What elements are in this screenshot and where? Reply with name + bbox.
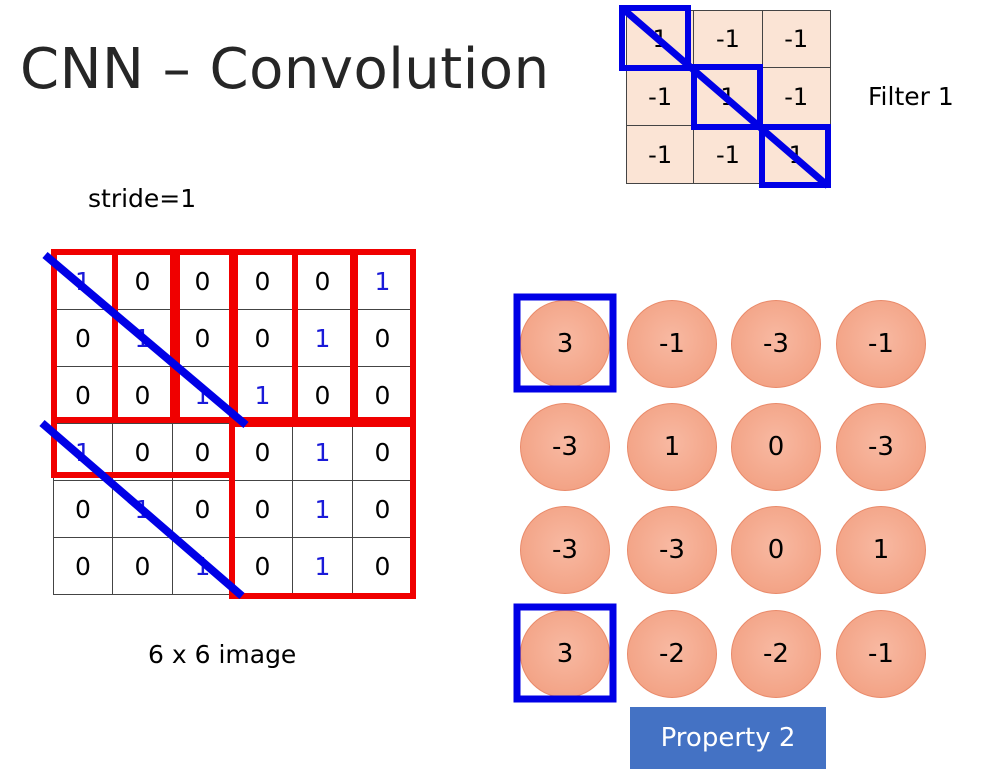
image-cell-5-1: 0 xyxy=(113,538,173,595)
image-cell-4-0: 0 xyxy=(53,481,113,538)
image-cell-3-1: 0 xyxy=(113,424,173,481)
image-cell-3-5: 0 xyxy=(353,424,413,481)
image-cell-0-1: 0 xyxy=(113,253,173,310)
feature-map-value-0-0: 3 xyxy=(520,300,610,388)
image-cell-3-2: 0 xyxy=(173,424,233,481)
image-cell-1-2: 0 xyxy=(173,310,233,367)
feature-map-value-3-1: -2 xyxy=(627,610,717,698)
image-cell-2-2: 1 xyxy=(173,367,233,424)
image-cell-2-3: 1 xyxy=(233,367,293,424)
image-cell-5-0: 0 xyxy=(53,538,113,595)
feature-map-value-0-2: -3 xyxy=(731,300,821,388)
image-cell-5-2: 1 xyxy=(173,538,233,595)
feature-map-value-3-0: 3 xyxy=(520,610,610,698)
slide-title: CNN – Convolution xyxy=(20,37,550,102)
feature-map-value-0-1: -1 xyxy=(627,300,717,388)
image-cell-0-3: 0 xyxy=(233,253,293,310)
image-cell-3-0: 1 xyxy=(53,424,113,481)
feature-map-value-1-3: -3 xyxy=(836,403,926,491)
image-cell-4-2: 0 xyxy=(173,481,233,538)
feature-map-value-1-0: -3 xyxy=(520,403,610,491)
image-cell-5-5: 0 xyxy=(353,538,413,595)
image-cell-5-3: 0 xyxy=(233,538,293,595)
feature-map-value-0-3: -1 xyxy=(836,300,926,388)
image-cell-2-0: 0 xyxy=(53,367,113,424)
filter-cell-0-1: -1 xyxy=(694,10,763,68)
image-cell-0-4: 0 xyxy=(293,253,353,310)
filter-cell-1-0: -1 xyxy=(626,68,695,126)
image-caption: 6 x 6 image xyxy=(148,640,297,669)
image-cell-0-2: 0 xyxy=(173,253,233,310)
image-cell-4-1: 1 xyxy=(113,481,173,538)
filter-cell-2-1: -1 xyxy=(694,126,763,184)
filter-cell-1-1: 1 xyxy=(694,68,763,126)
image-cell-4-4: 1 xyxy=(293,481,353,538)
image-cell-0-5: 1 xyxy=(353,253,413,310)
image-cell-1-0: 0 xyxy=(53,310,113,367)
feature-map-value-2-3: 1 xyxy=(836,506,926,594)
image-cell-1-1: 1 xyxy=(113,310,173,367)
filter-caption: Filter 1 xyxy=(868,82,954,111)
image-cell-5-4: 1 xyxy=(293,538,353,595)
property-label-box: Property 2 xyxy=(630,707,826,769)
stride-label: stride=1 xyxy=(88,184,197,213)
image-cell-2-5: 0 xyxy=(353,367,413,424)
feature-map-value-3-3: -1 xyxy=(836,610,926,698)
feature-map-value-2-0: -3 xyxy=(520,506,610,594)
image-cell-1-3: 0 xyxy=(233,310,293,367)
image-cell-1-4: 1 xyxy=(293,310,353,367)
feature-map-value-1-2: 0 xyxy=(731,403,821,491)
filter-cell-0-2: -1 xyxy=(762,10,831,68)
image-cell-0-0: 1 xyxy=(53,253,113,310)
feature-map-value-2-2: 0 xyxy=(731,506,821,594)
feature-map-value-1-1: 1 xyxy=(627,403,717,491)
image-cell-2-4: 0 xyxy=(293,367,353,424)
image-cell-3-3: 0 xyxy=(233,424,293,481)
image-cell-3-4: 1 xyxy=(293,424,353,481)
feature-map-value-2-1: -3 xyxy=(627,506,717,594)
filter-cell-2-0: -1 xyxy=(626,126,695,184)
image-cell-1-5: 0 xyxy=(353,310,413,367)
image-cell-2-1: 0 xyxy=(113,367,173,424)
image-cell-4-5: 0 xyxy=(353,481,413,538)
image-cell-4-3: 0 xyxy=(233,481,293,538)
feature-map-value-3-2: -2 xyxy=(731,610,821,698)
filter-cell-1-2: -1 xyxy=(762,68,831,126)
filter-cell-0-0: 1 xyxy=(626,10,695,68)
filter-cell-2-2: 1 xyxy=(762,126,831,184)
